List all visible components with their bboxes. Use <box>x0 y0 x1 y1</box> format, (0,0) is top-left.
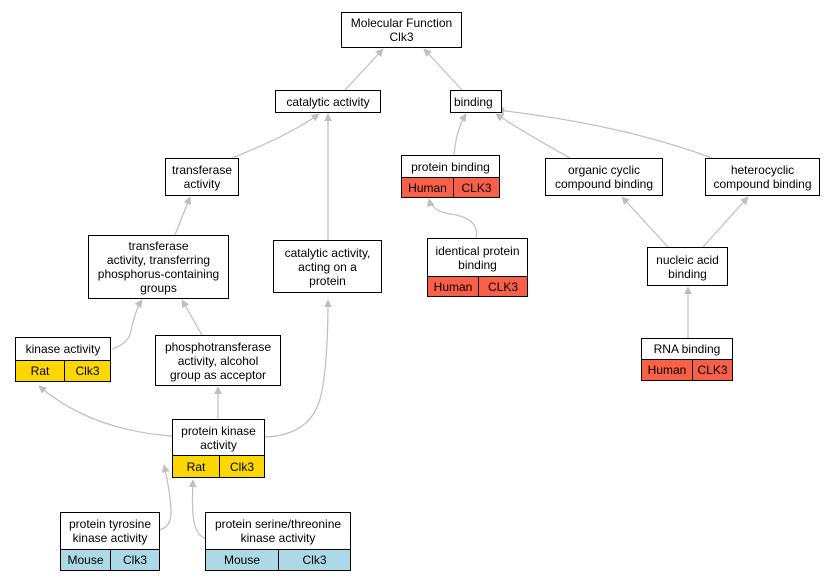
node-nucleic-acid[interactable]: nucleic acid binding <box>647 247 728 286</box>
species-tag: Rat <box>186 459 206 474</box>
gene-tag: CLK3 <box>453 178 499 197</box>
edge-nucleic-to-heterocyclic <box>702 196 749 248</box>
node-label: heterocyclic compound binding <box>713 163 812 191</box>
gene-tag: CLK3 <box>692 360 732 380</box>
node-label: protein tyrosine kinase activity <box>68 517 152 545</box>
species-tag: Human <box>647 363 687 377</box>
node-protein-serine[interactable]: protein serine/threonine kinase activity… <box>205 512 351 571</box>
node-label: identical protein binding <box>435 243 520 272</box>
node-label: protein serine/threonine kinase activity <box>214 517 342 545</box>
node-protein-binding[interactable]: protein binding Human CLK3 <box>401 155 500 198</box>
gene-tag: Clk3 <box>64 361 110 381</box>
node-label: phosphotransferase activity, alcohol gro… <box>164 339 272 382</box>
node-label: RNA binding <box>653 342 721 356</box>
species-tag: Human <box>433 279 473 294</box>
edge-heterocyclic-to-binding <box>496 106 713 159</box>
node-kinase-activity[interactable]: kinase activity Rat Clk3 <box>15 337 111 382</box>
species-tags: Rat Clk3 <box>16 360 110 381</box>
species-tags: Human CLK3 <box>642 359 732 380</box>
edge-phospho-to-phosphorus <box>181 299 203 336</box>
species-tag: Mouse <box>223 553 261 567</box>
gene-tag: CLK3 <box>478 277 527 296</box>
edge-pk-to-catalytic-protein <box>264 299 332 438</box>
node-binding[interactable]: binding <box>450 90 502 113</box>
node-transferase-phosphorus[interactable]: transferase activity, transferring phosp… <box>88 235 229 299</box>
node-label: organic cyclic compound binding <box>554 163 654 191</box>
species-tags: Rat Clk3 <box>173 455 264 477</box>
edge-binding-to-mf <box>423 48 463 91</box>
species-tags: Mouse Clk3 <box>206 549 350 570</box>
gene-tag: Clk3 <box>110 550 159 570</box>
node-identical-protein[interactable]: identical protein binding Human CLK3 <box>427 238 528 297</box>
edge-protein-binding-to-binding <box>453 113 467 156</box>
node-rna-binding[interactable]: RNA binding Human CLK3 <box>641 338 733 381</box>
node-protein-tyrosine[interactable]: protein tyrosine kinase activity Mouse C… <box>60 512 160 571</box>
node-phosphotransferase[interactable]: phosphotransferase activity, alcohol gro… <box>155 335 281 386</box>
node-catalytic-on-protein[interactable]: catalytic activity, acting on a protein <box>273 240 382 293</box>
node-molecular-function[interactable]: Molecular Function Clk3 <box>341 12 462 48</box>
node-protein-kinase[interactable]: protein kinase activity Rat Clk3 <box>172 419 265 478</box>
edge-kinase-to-phosphorus <box>111 299 143 350</box>
edge-pk-to-kinase <box>38 385 173 437</box>
species-tags: Human CLK3 <box>402 177 499 197</box>
node-heterocyclic[interactable]: heterocyclic compound binding <box>705 158 820 196</box>
node-label: catalytic activity, acting on a protein <box>284 245 371 288</box>
species-tags: Mouse Clk3 <box>61 549 159 570</box>
node-label: binding <box>454 94 493 109</box>
node-catalytic-activity[interactable]: catalytic activity <box>275 90 381 113</box>
node-organic-cyclic[interactable]: organic cyclic compound binding <box>545 158 663 196</box>
species-tags: Human CLK3 <box>428 276 527 296</box>
node-label: nucleic acid binding <box>656 252 719 281</box>
edge-phosphorus-to-transferase <box>174 196 192 236</box>
edge-catalytic-to-mf <box>344 48 384 91</box>
node-label: transferase activity <box>171 163 233 191</box>
node-label: transferase activity, transferring phosp… <box>97 239 220 295</box>
species-tag: Rat <box>30 364 50 378</box>
gene-tag: Clk3 <box>219 456 264 477</box>
species-tag: Mouse <box>67 553 104 567</box>
node-label: kinase activity <box>25 342 101 356</box>
edge-identical-to-protein-binding <box>426 198 478 239</box>
gene-tag: Clk3 <box>278 550 350 570</box>
species-tag: Human <box>408 180 447 195</box>
node-label: protein kinase activity <box>181 423 256 452</box>
node-label: Molecular Function Clk3 <box>350 16 453 44</box>
edge-transferase-to-catalytic <box>231 113 320 159</box>
node-transferase-activity[interactable]: transferase activity <box>165 158 239 196</box>
node-label: catalytic activity <box>286 94 370 109</box>
edge-organic-to-binding <box>495 113 571 159</box>
node-label: protein binding <box>411 159 490 174</box>
edge-tyrosine-to-pk <box>157 464 172 531</box>
edge-serine-to-pk <box>188 479 206 539</box>
edge-nucleic-to-organic <box>621 196 669 248</box>
